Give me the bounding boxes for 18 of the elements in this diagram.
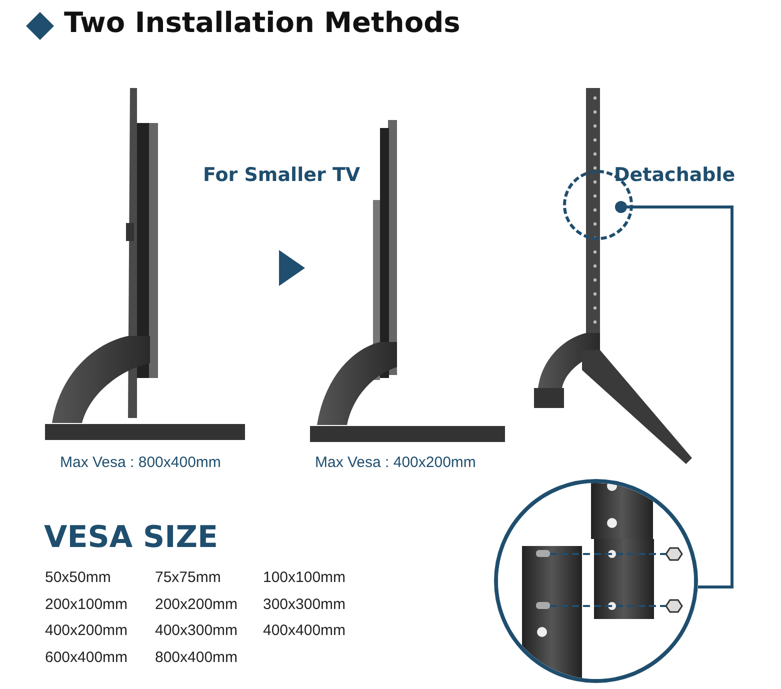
vesa-size-item: 50x50mm [45,569,111,586]
vesa-size-item: 75x75mm [155,569,221,586]
size-caption: Max Vesa : 400x200mm [315,454,476,471]
vesa-size-item: 200x200mm [155,596,238,612]
vesa-size-item: 400x300mm [155,622,238,639]
bracket-detail-drawing [494,479,698,683]
vesa-size-item: 100x100mm [263,569,346,586]
title: Two Installation Methods [64,6,460,39]
section-heading: VESA SIZE [44,520,218,555]
vesa-size-item: 600x400mm [45,648,128,666]
vesa-size-item: 300x300mm [263,596,346,612]
leader-line [615,201,734,588]
vesa-size-item: 200x100mm [45,596,128,612]
vesa-size-item: 400x400mm [263,622,346,639]
callout-label: Detachable [614,164,736,186]
vesa-size-item: 400x200mm [45,622,128,639]
vesa-size-item: 800x400mm [155,648,238,666]
size-caption: Max Vesa : 800x400mm [60,454,221,471]
